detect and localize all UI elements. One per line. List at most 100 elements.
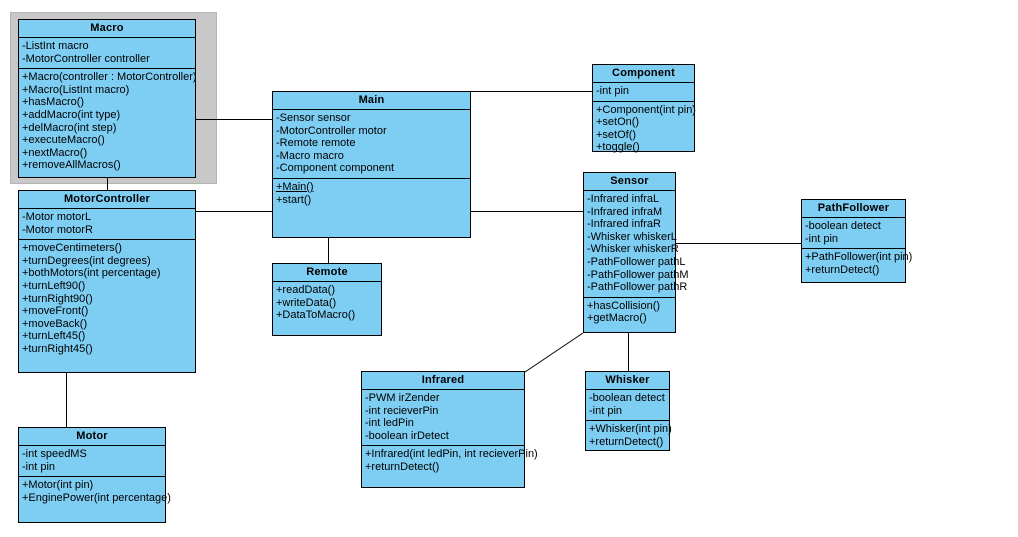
method-row: +moveFront() xyxy=(22,305,89,318)
method-row: +moveBack() xyxy=(22,317,88,330)
class-attributes-sensor: -Infrared infraL -Infrared infraM -Infra… xyxy=(584,191,689,298)
class-attributes-main: -Sensor sensor -MotorController motor -R… xyxy=(273,110,470,179)
method-row: +nextMacro() xyxy=(22,146,88,159)
class-attributes-infrared: -PWM irZender -int recieverPin -int ledP… xyxy=(362,390,524,447)
method-row: +Macro(controller : MotorController) xyxy=(22,71,197,84)
uml-class-component[interactable]: Component -int pin +Component(int pin) +… xyxy=(592,64,696,153)
method-row: +setOf() xyxy=(596,128,637,141)
attribute-row: -int pin xyxy=(589,404,623,417)
class-methods-sensor: +hasCollision() +getMacro() xyxy=(584,298,675,328)
attribute-row: -int pin xyxy=(805,232,839,245)
attribute-row: -int pin xyxy=(596,85,630,97)
connector-motorcontroller-motor xyxy=(66,373,67,428)
attribute-row: -Motor motorL xyxy=(22,211,92,223)
class-title-main: Main xyxy=(273,92,470,110)
attribute-row: -Component component xyxy=(276,162,395,175)
class-attributes-pathfollower: -boolean detect -int pin xyxy=(802,218,905,250)
attribute-row: -int recieverPin xyxy=(365,404,439,417)
uml-class-motorcontroller[interactable]: MotorController -Motor motorL -Motor mot… xyxy=(18,190,196,373)
class-title-remote: Remote xyxy=(273,264,381,282)
class-methods-whisker: +Whisker(int pin) +returnDetect() xyxy=(586,421,672,451)
attribute-row: -PathFollower pathM xyxy=(587,268,689,281)
attribute-row: -Whisker whiskerL xyxy=(587,230,677,243)
method-row: +start() xyxy=(276,193,312,206)
method-row: +hasCollision() xyxy=(587,299,661,312)
class-title-sensor: Sensor xyxy=(584,173,675,191)
uml-class-macro[interactable]: Macro -ListInt macro -MotorController co… xyxy=(18,19,197,178)
method-row: +executeMacro() xyxy=(22,134,105,147)
uml-class-pathfollower[interactable]: PathFollower -boolean detect -int pin +P… xyxy=(801,199,913,283)
class-title-whisker: Whisker xyxy=(586,372,669,390)
attribute-row: -PWM irZender xyxy=(365,392,440,404)
method-row: +Macro(ListInt macro) xyxy=(22,83,130,96)
class-methods-macro: +Macro(controller : MotorController) +Ma… xyxy=(19,69,197,175)
attribute-row: -MotorController motor xyxy=(276,124,387,137)
class-title-macro: Macro xyxy=(19,20,195,38)
class-title-pathfollower: PathFollower xyxy=(802,200,905,218)
attribute-row: -ListInt macro xyxy=(22,40,89,52)
method-row: +returnDetect() xyxy=(365,460,440,473)
uml-class-remote[interactable]: Remote +readData() +writeData() +DataToM… xyxy=(272,263,382,336)
method-row: +Motor(int pin) xyxy=(22,479,94,492)
method-row: +Component(int pin) xyxy=(596,103,696,116)
uml-class-main[interactable]: Main -Sensor sensor -MotorController mot… xyxy=(272,91,471,238)
connector-sensor-pathfollower xyxy=(676,243,802,244)
uml-class-infrared[interactable]: Infrared -PWM irZender -int recieverPin … xyxy=(361,371,538,488)
attribute-row: -Whisker whiskerR xyxy=(587,243,679,256)
method-row: +DataToMacro() xyxy=(276,309,356,322)
class-title-motor: Motor xyxy=(19,428,165,446)
method-row: +turnLeft45() xyxy=(22,330,86,343)
connector-main-sensor xyxy=(471,211,584,212)
class-methods-motor: +Motor(int pin) +EnginePower(int percent… xyxy=(19,477,171,507)
class-methods-remote: +readData() +writeData() +DataToMacro() xyxy=(273,282,381,325)
attribute-row: -PathFollower pathR xyxy=(587,281,688,294)
class-attributes-macro: -ListInt macro -MotorController controll… xyxy=(19,38,195,70)
class-attributes-whisker: -boolean detect -int pin xyxy=(586,390,669,422)
attribute-row: -boolean detect xyxy=(805,220,881,232)
connector-macro-main xyxy=(196,119,273,120)
uml-class-sensor[interactable]: Sensor -Infrared infraL -Infrared infraM… xyxy=(583,172,689,333)
connector-main-remote xyxy=(328,238,329,264)
attribute-row: -boolean irDetect xyxy=(365,429,449,442)
method-row: +delMacro(int step) xyxy=(22,121,117,134)
method-row: +Infrared(int ledPin, int recieverPin) xyxy=(365,448,538,461)
connector-main-component xyxy=(471,91,593,92)
method-row: +writeData() xyxy=(276,296,337,309)
attribute-row: -Remote remote xyxy=(276,137,356,150)
attribute-row: -Motor motorR xyxy=(22,223,93,236)
method-row: +Whisker(int pin) xyxy=(589,423,672,436)
method-row: +removeAllMacros() xyxy=(22,159,121,172)
method-row: +PathFollower(int pin) xyxy=(805,251,913,264)
class-attributes-motorcontroller: -Motor motorL -Motor motorR xyxy=(19,209,195,241)
attribute-row: -Macro macro xyxy=(276,149,344,162)
attribute-row: -PathFollower pathL xyxy=(587,255,686,268)
method-row: +addMacro(int type) xyxy=(22,108,121,121)
attribute-row: -int speedMS xyxy=(22,448,87,460)
method-row: +hasMacro() xyxy=(22,96,85,109)
class-title-infrared: Infrared xyxy=(362,372,524,390)
class-title-motorcontroller: MotorController xyxy=(19,191,195,209)
method-row: +EnginePower(int percentage) xyxy=(22,491,171,504)
attribute-row: -Infrared infraL xyxy=(587,193,660,205)
attribute-row: -Infrared infraR xyxy=(587,218,661,231)
class-methods-component: +Component(int pin) +setOn() +setOf() +t… xyxy=(593,102,696,157)
method-row: +toggle() xyxy=(596,141,640,154)
attribute-row: -MotorController controller xyxy=(22,52,150,65)
connector-macro-motorcontroller xyxy=(107,178,108,191)
class-attributes-component: -int pin xyxy=(593,83,694,102)
class-methods-infrared: +Infrared(int ledPin, int recieverPin) +… xyxy=(362,446,538,476)
method-row: +getMacro() xyxy=(587,312,647,325)
class-methods-pathfollower: +PathFollower(int pin) +returnDetect() xyxy=(802,249,913,279)
method-row: +bothMotors(int percentage) xyxy=(22,267,161,280)
connector-motorcontroller-main xyxy=(196,211,273,212)
method-row: +moveCentimeters() xyxy=(22,242,122,255)
attribute-row: -int ledPin xyxy=(365,417,414,430)
method-row: +setOn() xyxy=(596,116,640,129)
class-methods-main: +Main() +start() xyxy=(273,179,470,209)
method-row: +returnDetect() xyxy=(589,435,664,448)
uml-class-motor[interactable]: Motor -int speedMS -int pin +Motor(int p… xyxy=(18,427,171,523)
attribute-row: -boolean detect xyxy=(589,392,665,404)
connector-sensor-infrared xyxy=(524,332,584,373)
uml-class-whisker[interactable]: Whisker -boolean detect -int pin +Whiske… xyxy=(585,371,672,451)
